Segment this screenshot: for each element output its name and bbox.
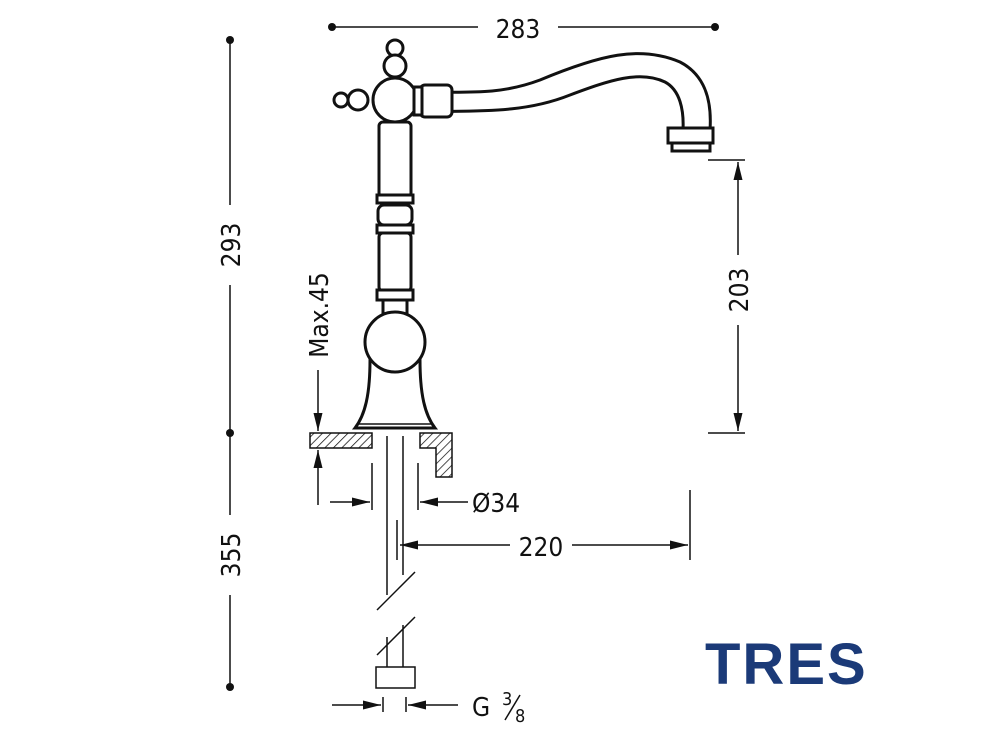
dimension-203: 203 xyxy=(708,159,755,434)
dimension-label: 203 xyxy=(725,268,755,313)
dimension-283: 283 xyxy=(328,15,719,45)
dimension-293-355: 293 355 xyxy=(217,36,247,691)
countertop-section xyxy=(309,432,453,478)
dimension-220: 220 xyxy=(396,490,691,563)
dimension-max45: Max.45 xyxy=(305,272,335,505)
fraction-denominator: 8 xyxy=(515,706,525,727)
dimension-diameter-34: Ø34 xyxy=(330,463,520,519)
connection-label: G xyxy=(472,693,490,723)
dimension-label: Ø34 xyxy=(472,489,520,519)
dimension-label: Max.45 xyxy=(305,272,335,358)
dimension-g38: G 3 8 xyxy=(332,689,525,727)
supply-hoses xyxy=(375,436,416,689)
dimension-label: 355 xyxy=(217,533,247,578)
fraction-numerator: 3 xyxy=(502,689,512,710)
faucet-body xyxy=(332,38,715,430)
tres-logo: TRES xyxy=(705,632,868,697)
dimension-label: 293 xyxy=(217,223,247,268)
dimension-label: 283 xyxy=(496,15,541,45)
dimension-label: 220 xyxy=(519,533,564,563)
